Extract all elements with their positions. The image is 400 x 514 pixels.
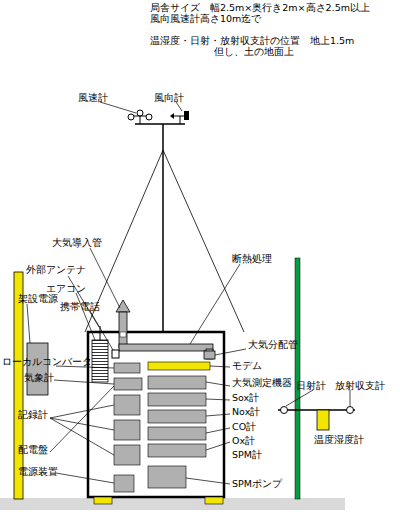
part-label: 断熱処理	[232, 253, 272, 264]
note-text: 但し、土の地面上	[214, 46, 294, 57]
left-instruments	[114, 363, 142, 492]
wind-vane	[170, 111, 189, 124]
power-box	[27, 343, 48, 395]
part-label: 電源装置	[18, 466, 58, 477]
part-label: SPMポンプ	[232, 478, 282, 489]
part-label: モデム	[232, 360, 262, 371]
thermo-hygrometer	[317, 410, 329, 430]
part-label: 大気分配管	[248, 339, 298, 350]
guy-wire	[163, 150, 244, 332]
intake-pipe	[116, 300, 215, 359]
anemometer	[128, 110, 152, 124]
part-label: Sox計	[232, 392, 259, 403]
note-text: 局舎サイズ 幅2.5m×奥行き2m×高さ2.5m以上	[150, 2, 370, 13]
modem	[148, 362, 210, 370]
part-label: 日射計	[296, 380, 326, 391]
part-label: SPM計	[232, 449, 262, 460]
part-label: 温度湿度計	[314, 434, 364, 445]
part-label: 放射収支計	[335, 380, 385, 391]
part-label: 架設電源	[18, 293, 58, 304]
analyzers	[148, 376, 206, 488]
pyranometer	[281, 407, 288, 414]
part-label: CO計	[232, 421, 256, 432]
note-text: 風向風速計高さ10m迄で	[150, 13, 261, 24]
part-label: 外部アンテナ	[26, 264, 86, 275]
part-label: 記録計	[18, 409, 48, 420]
mast	[162, 124, 164, 334]
net-radiometer	[347, 407, 354, 414]
part-label: 風向計	[154, 92, 184, 103]
part-label: 携帯電話	[60, 301, 100, 312]
part-label: エアコン	[46, 283, 86, 294]
part-label: Nox計	[232, 406, 260, 417]
part-label: 大気測定機器	[232, 377, 292, 388]
sensor-arm	[278, 409, 355, 411]
air-conditioner	[92, 340, 108, 382]
part-label: ローカルコンバータ	[2, 356, 92, 367]
note-text: 温湿度・日射・放射収支計の位置 地上1.5m	[150, 35, 354, 46]
part-label: 風速計	[78, 92, 108, 103]
crossbar	[135, 123, 185, 125]
part-label: 気象計	[24, 372, 54, 383]
leader-lines	[27, 102, 350, 484]
power-pole	[14, 272, 23, 499]
part-label: 配電盤	[18, 444, 48, 455]
sensor-pole	[295, 258, 300, 499]
part-label: Ox計	[232, 435, 255, 446]
station-housing	[88, 332, 224, 497]
ground	[0, 498, 345, 510]
mobile-phone	[112, 350, 119, 358]
part-label: 大気導入管	[52, 237, 102, 248]
